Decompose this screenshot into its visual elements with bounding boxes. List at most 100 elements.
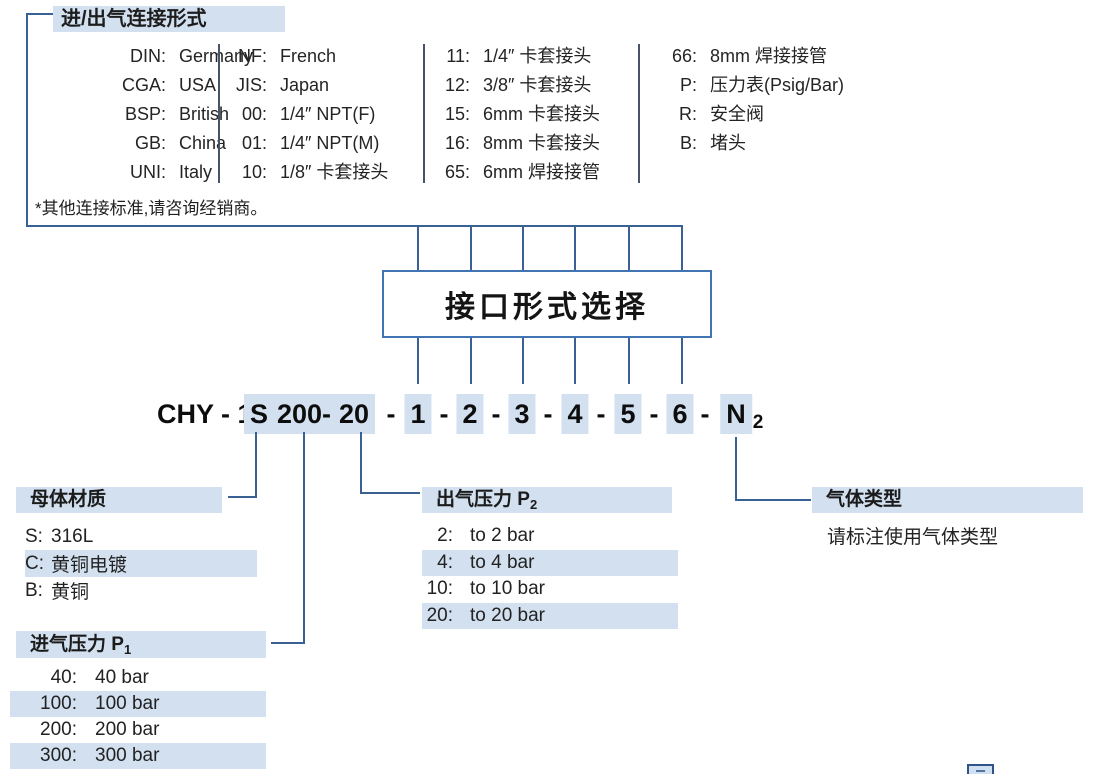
digit-line	[574, 338, 576, 384]
connector-outlet-v	[360, 432, 362, 494]
inlet-pressure-title-text: 进气压力 P	[30, 634, 124, 655]
connection-row: NF: French	[225, 44, 388, 73]
outlet-pressure-item: 2: to 2 bar	[422, 523, 678, 550]
outlet-pressure-item-code: 2:	[437, 525, 453, 547]
connection-code: UNI:	[130, 162, 166, 182]
gas-type-section-title: 气体类型	[812, 487, 1083, 513]
code-segment: 4	[561, 394, 589, 434]
connector-inlet-h	[271, 642, 305, 644]
digit-line	[681, 338, 683, 384]
inlet-pressure-item: 100: 100 bar	[10, 691, 266, 717]
digit-line	[522, 338, 524, 384]
connection-code: BSP:	[124, 104, 166, 124]
connection-row: 66: 8mm 焊接接管	[650, 44, 844, 73]
drop-line	[417, 226, 419, 270]
inlet-pressure-item-label: 300 bar	[95, 745, 160, 766]
inlet-pressure-item-code: 100:	[40, 693, 77, 714]
corner-box-glyph	[976, 770, 985, 772]
connection-code: 15:	[444, 104, 470, 124]
connection-column-3: 11: 1/4″ 卡套接头 12: 3/8″ 卡套接头 15: 6mm 卡套接头…	[425, 44, 600, 189]
outlet-pressure-item: 20: to 20 bar	[422, 602, 678, 629]
connection-code: 66:	[671, 46, 697, 66]
connector-outlet-h	[360, 492, 420, 494]
connection-code: P:	[679, 75, 697, 95]
digit-line	[417, 338, 419, 384]
connection-label: China	[179, 133, 227, 153]
code-segment: -	[700, 399, 710, 429]
connection-row: JIS: Japan	[225, 73, 388, 102]
bracket-left-line	[26, 13, 28, 226]
inlet-pressure-item-code: 300:	[40, 745, 77, 766]
inlet-pressure-section-title: 进气压力 P1	[16, 631, 266, 658]
code-segment: 2	[752, 412, 764, 433]
code-segment: -	[543, 399, 553, 429]
code-segment: -	[439, 399, 449, 429]
connection-code: 11:	[446, 46, 470, 66]
connection-row: 16: 8mm 卡套接头	[425, 131, 600, 160]
code-segment: -	[649, 399, 659, 429]
inlet-pressure-item-code: 40:	[50, 667, 77, 688]
connection-row: 10: 1/8″ 卡套接头	[225, 160, 388, 189]
connector-material-v	[255, 432, 257, 498]
connection-code: 12:	[444, 75, 470, 95]
inlet-pressure-item: 300: 300 bar	[10, 743, 266, 769]
connection-label: French	[280, 46, 337, 66]
inlet-pressure-item-label: 40 bar	[95, 667, 149, 688]
connection-code: 01:	[241, 133, 267, 153]
code-segment: 5	[614, 394, 642, 434]
material-item-code: C:	[25, 552, 44, 574]
connection-row: P: 压力表(Psig/Bar)	[650, 73, 844, 102]
connection-row: 01: 1/4″ NPT(M)	[225, 131, 388, 160]
outlet-pressure-item-label: to 4 bar	[470, 551, 535, 573]
outlet-pressure-item-label: to 20 bar	[470, 604, 545, 626]
code-segment: -	[491, 399, 501, 429]
connection-row: BSP: British	[80, 102, 253, 131]
column-divider-2	[423, 44, 425, 183]
code-segment: -	[386, 399, 396, 429]
drop-line	[470, 226, 472, 270]
outlet-pressure-item-code: 4:	[437, 551, 453, 573]
connector-gas-v	[735, 437, 737, 501]
outlet-pressure-title-text: 出气压力 P	[436, 489, 530, 510]
material-item-code: B:	[25, 579, 43, 601]
connection-label: 安全阀	[710, 104, 764, 124]
drop-line	[628, 226, 630, 270]
connection-label: 6mm 卡套接头	[483, 104, 600, 124]
connector-inlet-v	[303, 432, 305, 644]
connection-label: Japan	[280, 75, 330, 95]
code-segment: 3	[508, 394, 536, 434]
corner-page-box	[967, 764, 994, 774]
material-item: B: 黄铜	[25, 577, 257, 604]
connector-material-h	[228, 496, 257, 498]
connection-label: 堵头	[710, 133, 746, 153]
code-segment: 6	[666, 394, 694, 434]
connection-row: 11: 1/4″ 卡套接头	[425, 44, 600, 73]
connection-label: USA	[179, 75, 217, 95]
drop-line	[681, 226, 683, 270]
outlet-pressure-item: 4: to 4 bar	[422, 549, 678, 576]
connection-code: GB:	[134, 133, 166, 153]
material-section-title: 母体材质	[16, 487, 222, 513]
material-item: S: 316L	[25, 523, 257, 550]
connection-row: R: 安全阀	[650, 102, 844, 131]
connection-label: 1/8″ 卡套接头	[280, 162, 389, 182]
column-divider-3	[638, 44, 640, 183]
connection-label: 6mm 焊接接管	[483, 162, 600, 182]
outlet-pressure-items: 2: to 2 bar 4: to 4 bar 10: to 10 bar 20…	[422, 523, 678, 629]
connection-column-2: NF: French JIS: Japan 00: 1/4″ NPT(F) 01…	[225, 44, 388, 189]
drop-line	[574, 226, 576, 270]
outlet-pressure-title-subscript: 2	[529, 497, 538, 512]
connection-footnote: *其他连接标准,请咨询经销商。	[35, 199, 268, 218]
outlet-pressure-item: 10: to 10 bar	[422, 576, 678, 603]
connection-row: 12: 3/8″ 卡套接头	[425, 73, 600, 102]
connection-code: R:	[679, 104, 697, 124]
outlet-pressure-item-label: to 2 bar	[470, 525, 535, 547]
connection-code: NF:	[238, 46, 267, 66]
connection-row: 00: 1/4″ NPT(F)	[225, 102, 388, 131]
connection-code: DIN:	[130, 46, 166, 66]
digit-line	[470, 338, 472, 384]
connection-code: JIS:	[235, 75, 267, 95]
inlet-pressure-item-label: 100 bar	[95, 693, 160, 714]
connection-row: UNI: Italy	[80, 160, 253, 189]
